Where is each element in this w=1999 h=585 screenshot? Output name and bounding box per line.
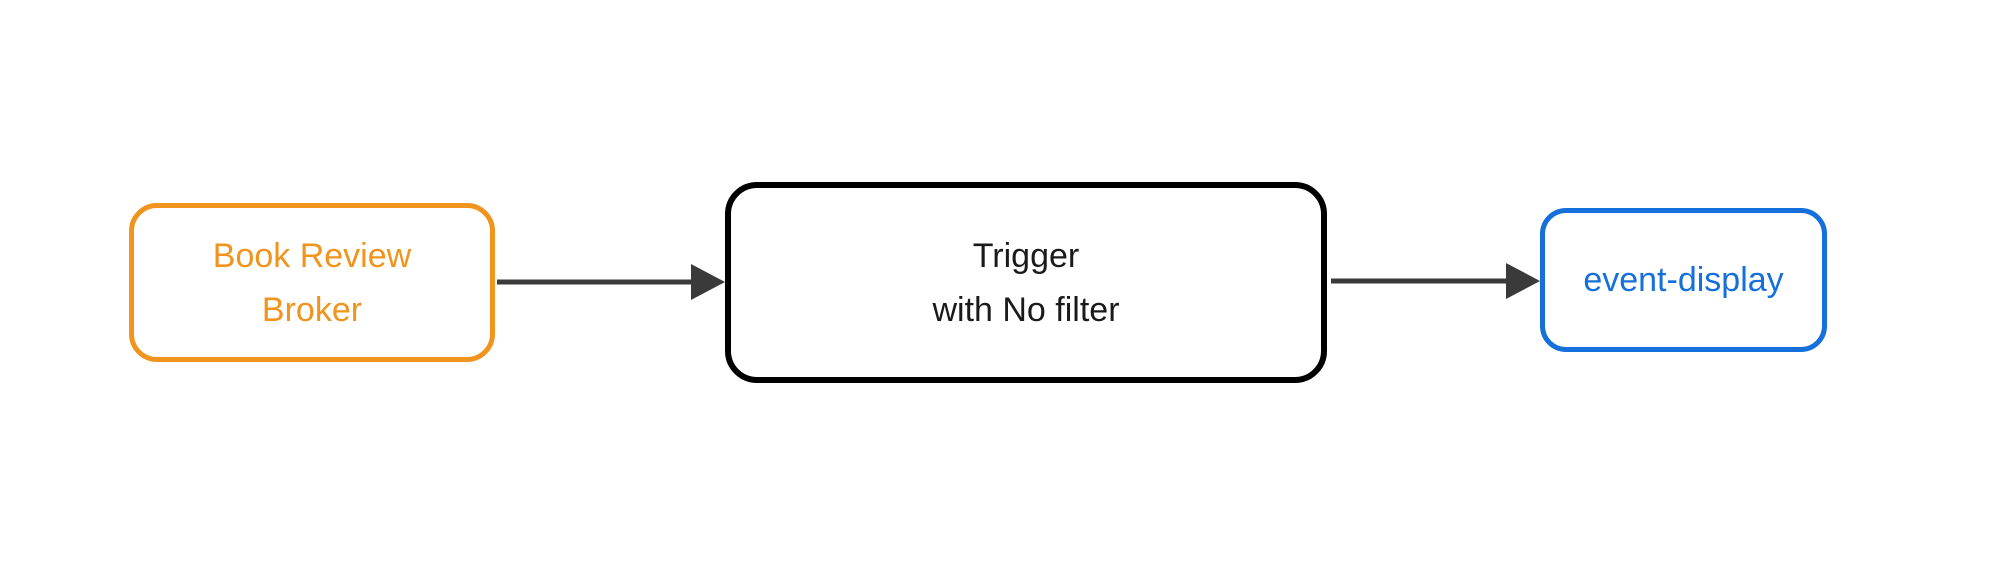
node-event-display: event-display — [1540, 208, 1827, 352]
node-book-review-broker: Book Review Broker — [129, 203, 495, 362]
node-label: event-display — [1583, 261, 1784, 299]
node-label: Book Review Broker — [212, 236, 412, 329]
arrowhead-icon — [1506, 263, 1540, 299]
node-label: Trigger with No filter — [932, 236, 1120, 329]
edge-trigger-to-event-display — [1331, 263, 1540, 299]
edge-broker-to-trigger — [497, 264, 725, 300]
arrowhead-icon — [691, 264, 725, 300]
node-trigger: Trigger with No filter — [725, 182, 1327, 383]
